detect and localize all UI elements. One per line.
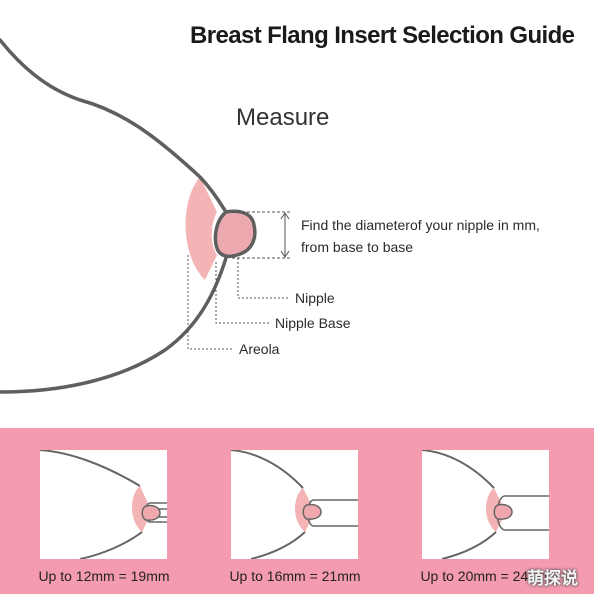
size-caption-small: Up to 12mm = 19mm — [38, 568, 170, 584]
watermark: 萌探说 — [527, 569, 578, 588]
guide-title: Breast Flang Insert Selection Guide — [190, 22, 575, 49]
size-card-small — [40, 450, 167, 559]
nipple-shape — [493, 503, 513, 520]
size-guide-band: Up to 12mm = 19mm Up to 16mm = 21mm Up t… — [0, 428, 594, 594]
dimension-marker — [232, 211, 290, 259]
size-card-medium — [231, 450, 358, 559]
measure-diagram — [0, 38, 290, 394]
nipple-shape — [141, 504, 161, 521]
nipple-base-label: Nipple Base — [275, 315, 351, 331]
flange-diagram-small — [40, 450, 167, 559]
breast-outline — [40, 450, 143, 559]
size-caption-large: Up to 20mm = 24mm — [420, 568, 552, 584]
areola-label: Areola — [239, 341, 280, 357]
instruction-line-2: from base to base — [301, 239, 414, 255]
breast-outline — [231, 450, 306, 559]
flange-diagram-large — [422, 450, 549, 559]
nipple-label: Nipple — [295, 290, 335, 306]
measure-heading: Measure — [236, 104, 330, 131]
nipple-shape — [213, 209, 257, 259]
breast-outline — [0, 38, 228, 394]
size-caption-medium: Up to 16mm = 21mm — [229, 568, 361, 584]
flange-diagram-medium — [231, 450, 358, 559]
areola-shape — [185, 177, 217, 280]
instruction-line-1: Find the diameterof your nipple in mm, — [301, 217, 540, 233]
size-card-large — [422, 450, 549, 559]
leader-lines — [187, 255, 290, 350]
nipple-shape — [302, 503, 322, 520]
breast-outline — [422, 450, 497, 559]
